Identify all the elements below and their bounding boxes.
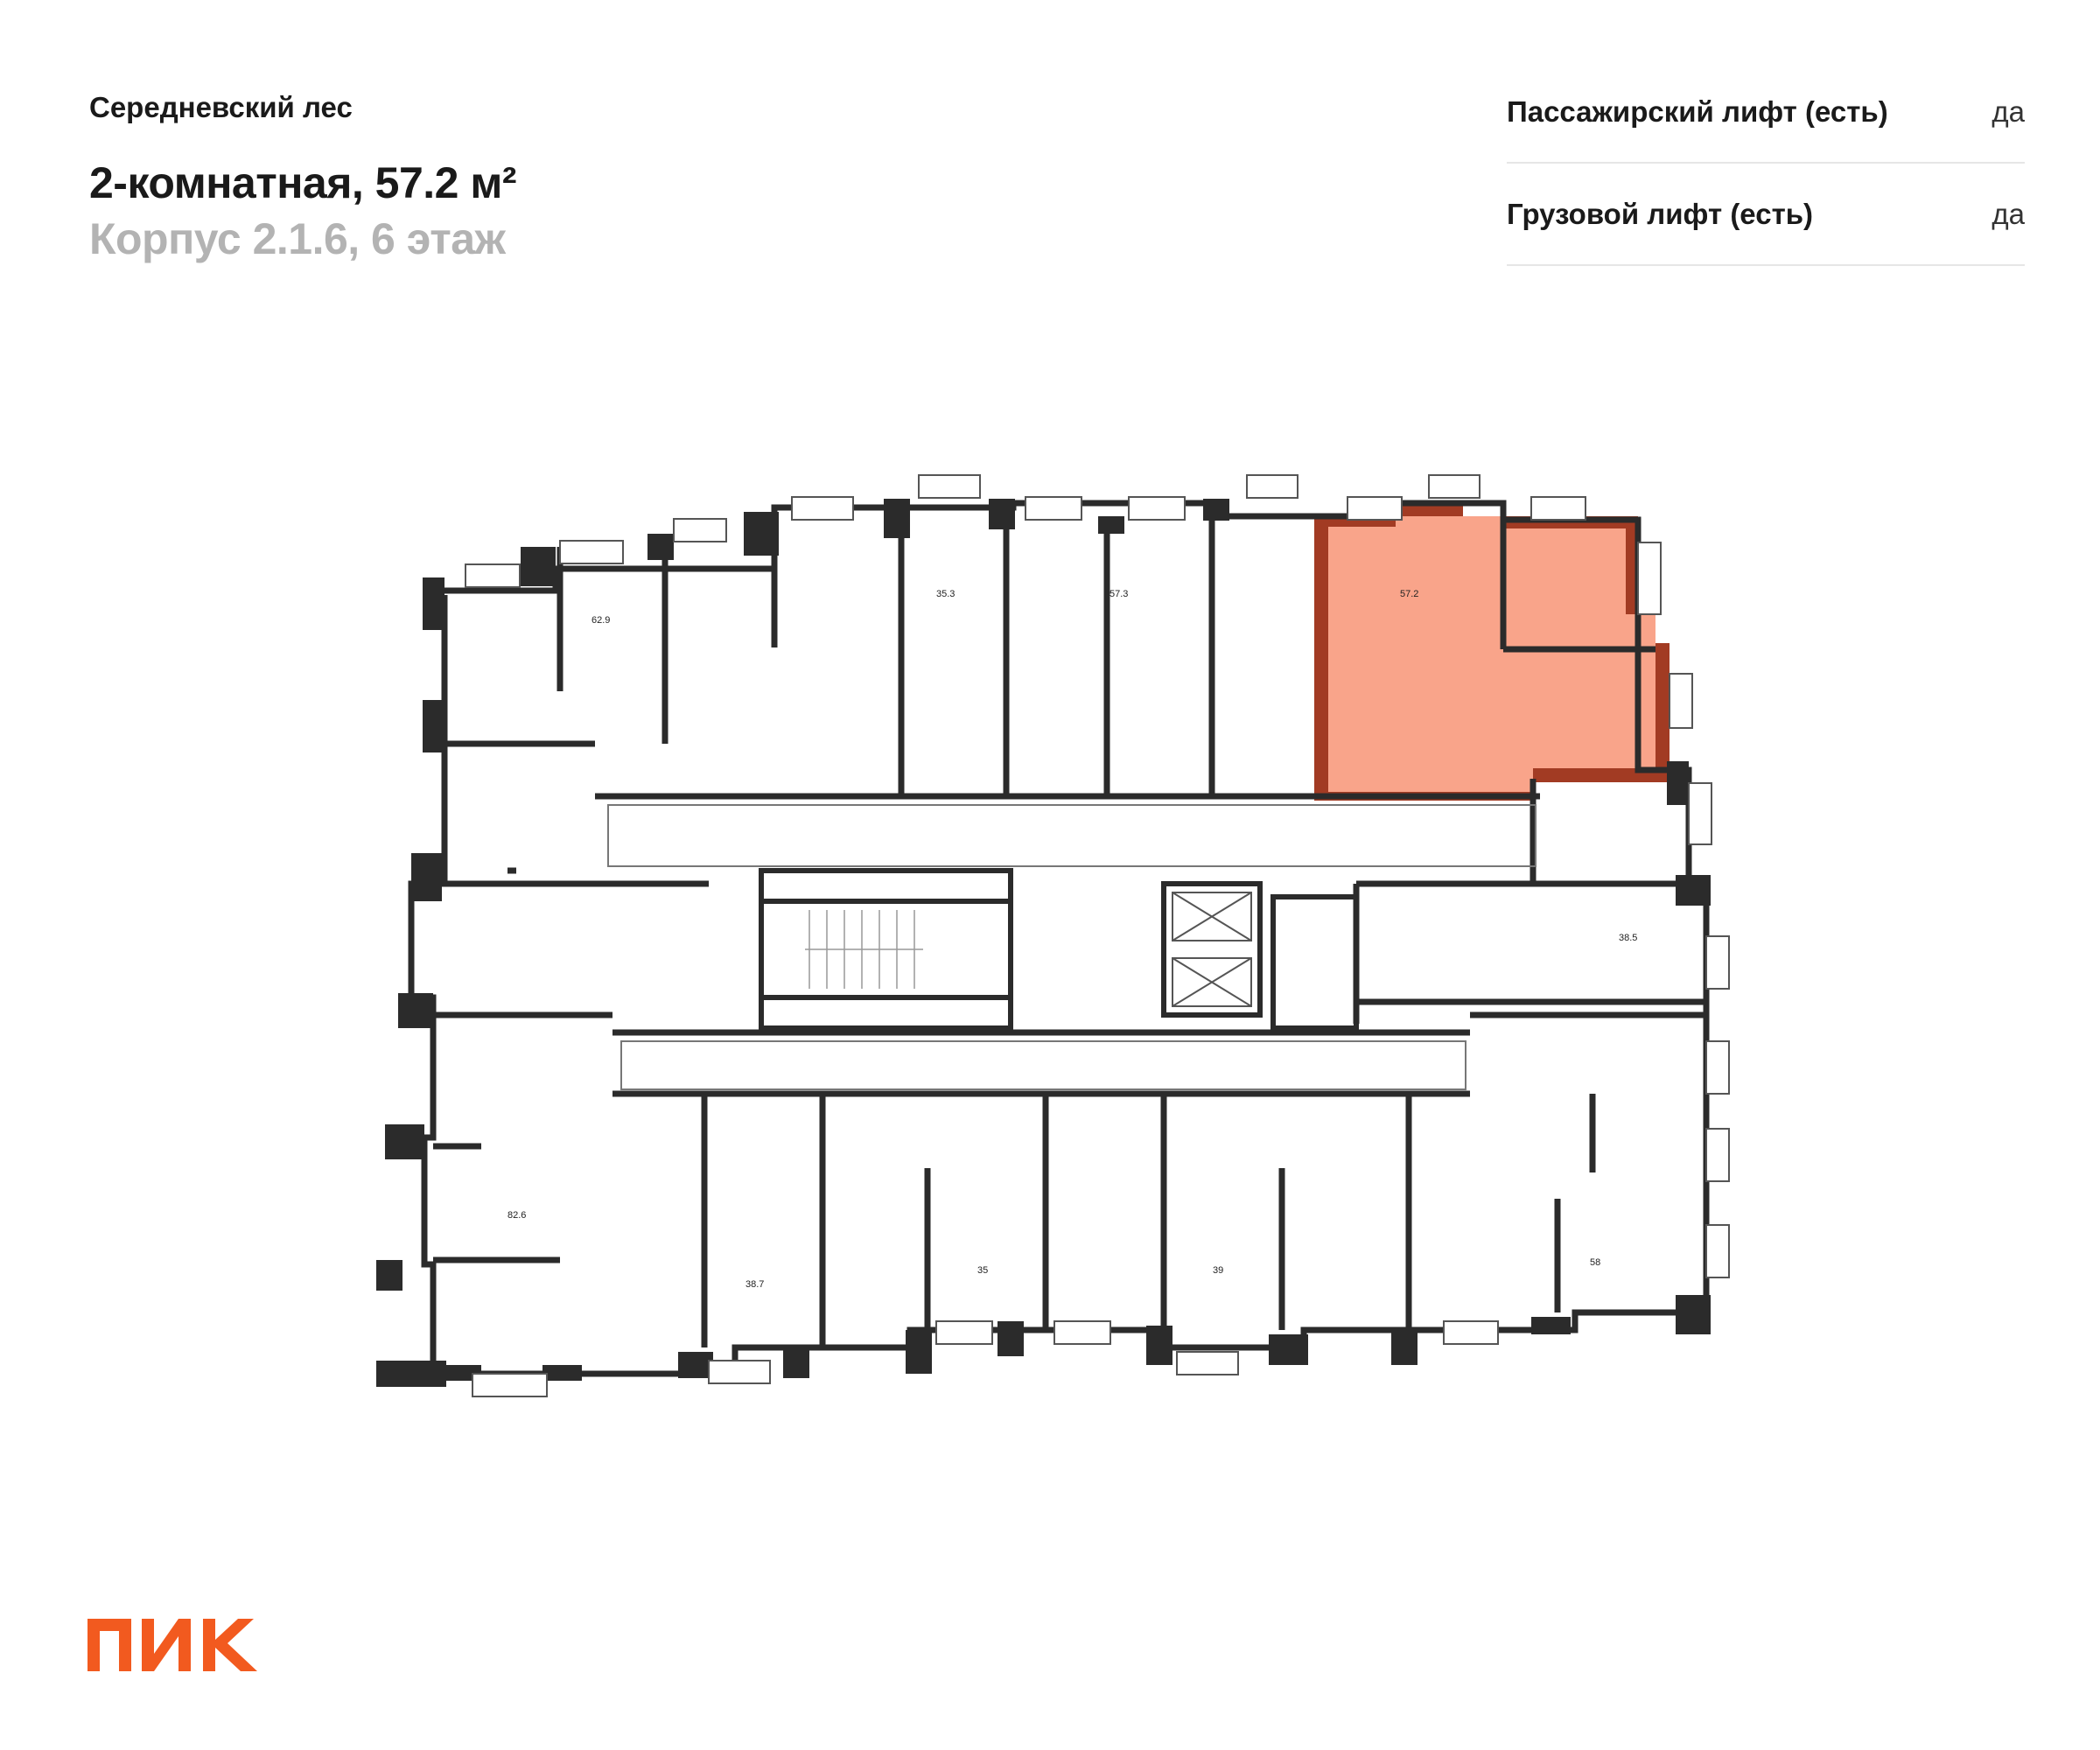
building-floor: Корпус 2.1.6, 6 этаж bbox=[89, 214, 506, 263]
apartment-title: 2-комнатная, 57.2 м² bbox=[89, 158, 517, 207]
room-area-labels: 62.9 35.3 57.3 57.2 38.5 82.6 38.7 35 39… bbox=[508, 589, 1637, 1290]
feature-label: Грузовой лифт (есть) bbox=[1507, 197, 1814, 230]
stair-treads bbox=[805, 910, 923, 989]
pik-logo bbox=[88, 1619, 257, 1671]
features-list: Пассажирский лифт (есть) да Грузовой лиф… bbox=[1507, 61, 2025, 266]
windows bbox=[465, 474, 1730, 1397]
room-area-label: 57.3 bbox=[1110, 589, 1128, 599]
room-area-label: 35.3 bbox=[936, 589, 955, 599]
selected-apartment-highlight[interactable] bbox=[1314, 503, 1670, 798]
feature-label: Пассажирский лифт (есть) bbox=[1507, 94, 1888, 128]
feature-value: да bbox=[1992, 94, 2025, 128]
feature-value: да bbox=[1992, 197, 2025, 230]
feature-row-passenger-lift: Пассажирский лифт (есть) да bbox=[1507, 61, 2025, 164]
room-area-label: 62.9 bbox=[592, 615, 610, 626]
room-area-label: 82.6 bbox=[508, 1210, 526, 1221]
room-area-label: 38.5 bbox=[1619, 933, 1637, 943]
building-core bbox=[759, 868, 1359, 1031]
room-area-label: 58 bbox=[1590, 1257, 1600, 1268]
outer-walls bbox=[376, 499, 1711, 1387]
room-area-label: 35 bbox=[977, 1265, 988, 1276]
feature-row-freight-lift: Грузовой лифт (есть) да bbox=[1507, 164, 2025, 266]
elevator-shafts bbox=[1172, 892, 1252, 1007]
project-name: Середневский лес bbox=[89, 91, 353, 123]
room-area-label: 38.7 bbox=[746, 1279, 764, 1290]
corridor bbox=[607, 804, 1536, 1090]
room-area-label: 39 bbox=[1213, 1265, 1223, 1276]
room-area-label: 57.2 bbox=[1400, 589, 1418, 599]
